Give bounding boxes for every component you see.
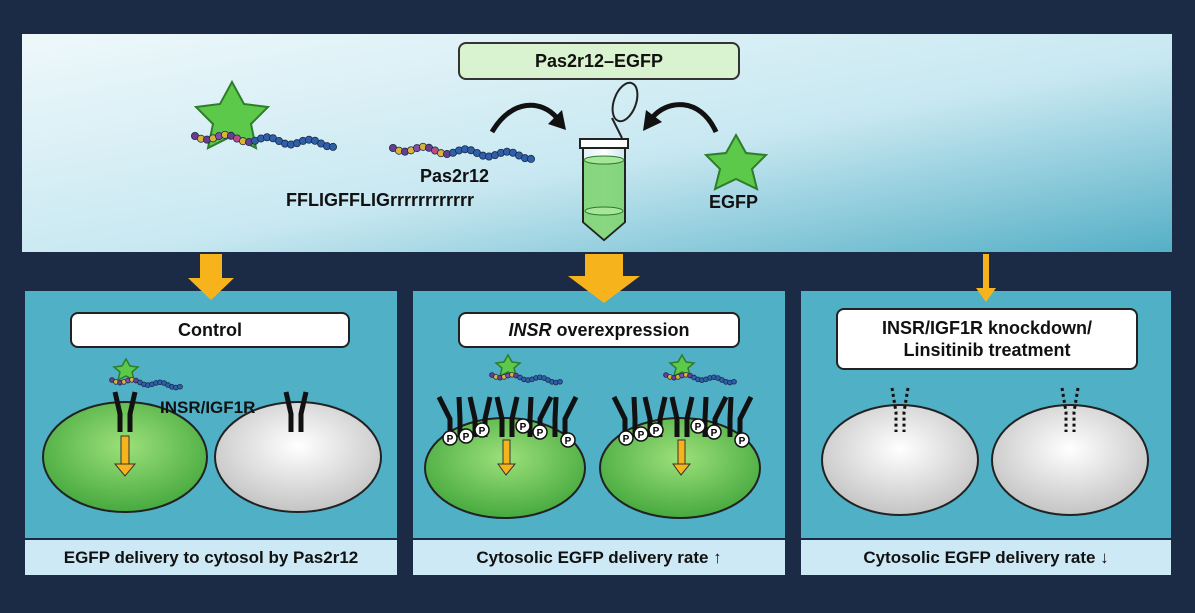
cell-grey-knockdown-2 (991, 404, 1149, 516)
receptor-icon (552, 395, 579, 437)
phospho-label: P (463, 432, 470, 443)
residue-bead (177, 383, 183, 390)
curved-arrow-right (650, 102, 719, 134)
phospho-badge (515, 418, 531, 434)
phospho-label: P (520, 422, 527, 433)
cell-grey-control (214, 401, 382, 513)
star-small-icon (494, 353, 522, 378)
peptide-sequence: FFLIGFFLIGrrrrrrrrrrrr (286, 190, 475, 210)
phospho-label: P (479, 426, 486, 437)
receptor-icon (112, 391, 138, 432)
curved-arrow-right-head (643, 110, 662, 131)
star-small-icon (112, 357, 140, 382)
phospho-label: P (653, 426, 660, 437)
star-small-icon (668, 353, 696, 378)
internalization-arrow-icon (497, 439, 517, 476)
panel-title-italic: INSR (508, 319, 552, 340)
phospho-label: P (565, 436, 572, 447)
phospho-badge (648, 422, 664, 438)
phospho-badge (474, 422, 490, 438)
peptide-name: Pas2r12 (420, 166, 490, 186)
phospho-badge (532, 424, 548, 440)
receptor-icon (669, 396, 695, 437)
pas2r12-peptide-icon (388, 142, 536, 163)
phospho-badge (560, 432, 576, 448)
egfp-label: EGFP (709, 192, 759, 212)
residue-bead (731, 378, 737, 385)
curved-arrow-left-head (548, 110, 566, 130)
phospho-label: P (695, 422, 702, 433)
receptor-icon (494, 396, 520, 437)
footer-control: EGFP delivery to cytosol by Pas2r12 (25, 538, 397, 575)
egfp-star-icon (703, 132, 769, 191)
microtube-icon (579, 81, 639, 242)
phospho-badge (706, 424, 722, 440)
peptide-small-icon (109, 376, 183, 391)
residue-bead (328, 142, 337, 151)
phospho-badge (633, 426, 649, 442)
panel-title-control: Control (70, 312, 350, 348)
panel-title-line1: INSR/IGF1R knockdown/ (881, 318, 1093, 338)
arrow-down-control (188, 254, 234, 300)
arrow-down-overexpression (568, 254, 640, 303)
receptor-absent-icon (890, 387, 1080, 432)
phospho-badge (690, 418, 706, 434)
receptor-icon (112, 391, 138, 432)
phospho-badge (442, 430, 458, 446)
phospho-badge (618, 430, 634, 446)
residue-bead (527, 154, 536, 163)
curved-arrow-left (489, 102, 559, 134)
arrow-down-knockdown (976, 254, 996, 302)
receptor-icon (283, 391, 309, 432)
internalization-arrow-icon (672, 439, 692, 476)
panel-title-overexpression: INSR overexpression (458, 312, 740, 348)
peptide-small-icon (489, 371, 563, 386)
peptide-small-icon (663, 371, 737, 386)
cell-grey-knockdown-1 (821, 404, 979, 516)
receptor-icon (727, 395, 754, 437)
footer-overexpression: Cytosolic EGFP delivery rate ↑ (413, 538, 785, 575)
receptor-label: INSR/IGF1R (160, 398, 256, 417)
construct-label: Pas2r12–EGFP (458, 42, 740, 80)
phospho-label: P (638, 430, 645, 441)
phospho-label: P (739, 436, 746, 447)
panel-title-rest: overexpression (551, 319, 690, 340)
phospho-label: P (711, 428, 718, 439)
phospho-badge (734, 432, 750, 448)
panel-title-knockdown: INSR/IGF1R knockdown/ Linsitinib treatme… (836, 308, 1138, 370)
internalization-arrow-icon (113, 435, 137, 477)
phospho-badge (458, 428, 474, 444)
phospho-label: P (447, 434, 454, 445)
phospho-label: P (623, 434, 630, 445)
panel-title-line2: Linsitinib treatment (903, 340, 1071, 360)
pas2r12-egfp-conjugate-icon (190, 79, 337, 151)
phospho-label: P (537, 428, 544, 439)
residue-bead (557, 378, 563, 385)
receptor-icon (283, 391, 309, 432)
footer-knockdown: Cytosolic EGFP delivery rate ↓ (801, 538, 1171, 575)
